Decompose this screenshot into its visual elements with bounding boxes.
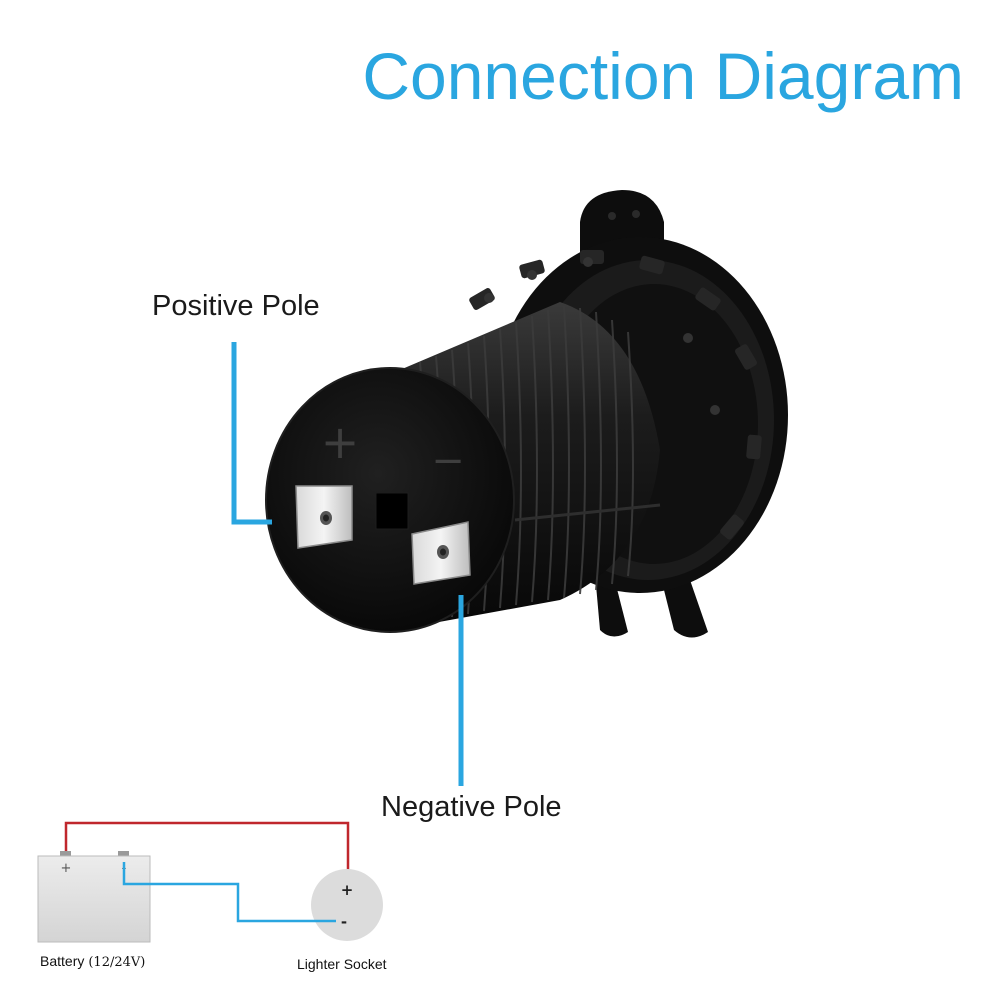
minus-symbol: − xyxy=(431,438,465,484)
lighter-socket-device: + − xyxy=(265,190,788,638)
battery-voltage: (12/24V) xyxy=(88,955,146,970)
battery-caption: Battery(12/24V) xyxy=(40,953,145,970)
negative-terminal xyxy=(411,521,471,585)
positive-leader-line xyxy=(231,342,272,525)
positive-terminal xyxy=(295,485,353,549)
diagram-title: Connection Diagram xyxy=(362,39,964,113)
plus-symbol: + xyxy=(321,415,360,469)
center-key xyxy=(375,492,409,530)
battery-icon xyxy=(37,855,151,943)
negative-pole-label: Negative Pole xyxy=(381,791,562,823)
lighter-socket-icon xyxy=(311,869,383,941)
lighter-socket-label: Lighter Socket xyxy=(297,956,387,972)
battery-terminal-minus xyxy=(118,851,129,857)
wiring-schematic: + - + - xyxy=(37,821,383,943)
positive-pole-label: Positive Pole xyxy=(152,290,320,322)
mounting-foot-right xyxy=(662,580,708,638)
positive-wire xyxy=(64,821,350,884)
battery-plus-sign: + xyxy=(61,861,72,876)
socket-minus-sign: - xyxy=(341,913,347,931)
socket-plus-sign: + xyxy=(341,881,354,899)
negative-wire xyxy=(122,862,336,923)
battery-terminal-plus xyxy=(60,851,71,857)
mounting-foot-left xyxy=(596,585,628,637)
battery-label: Battery xyxy=(40,953,85,969)
